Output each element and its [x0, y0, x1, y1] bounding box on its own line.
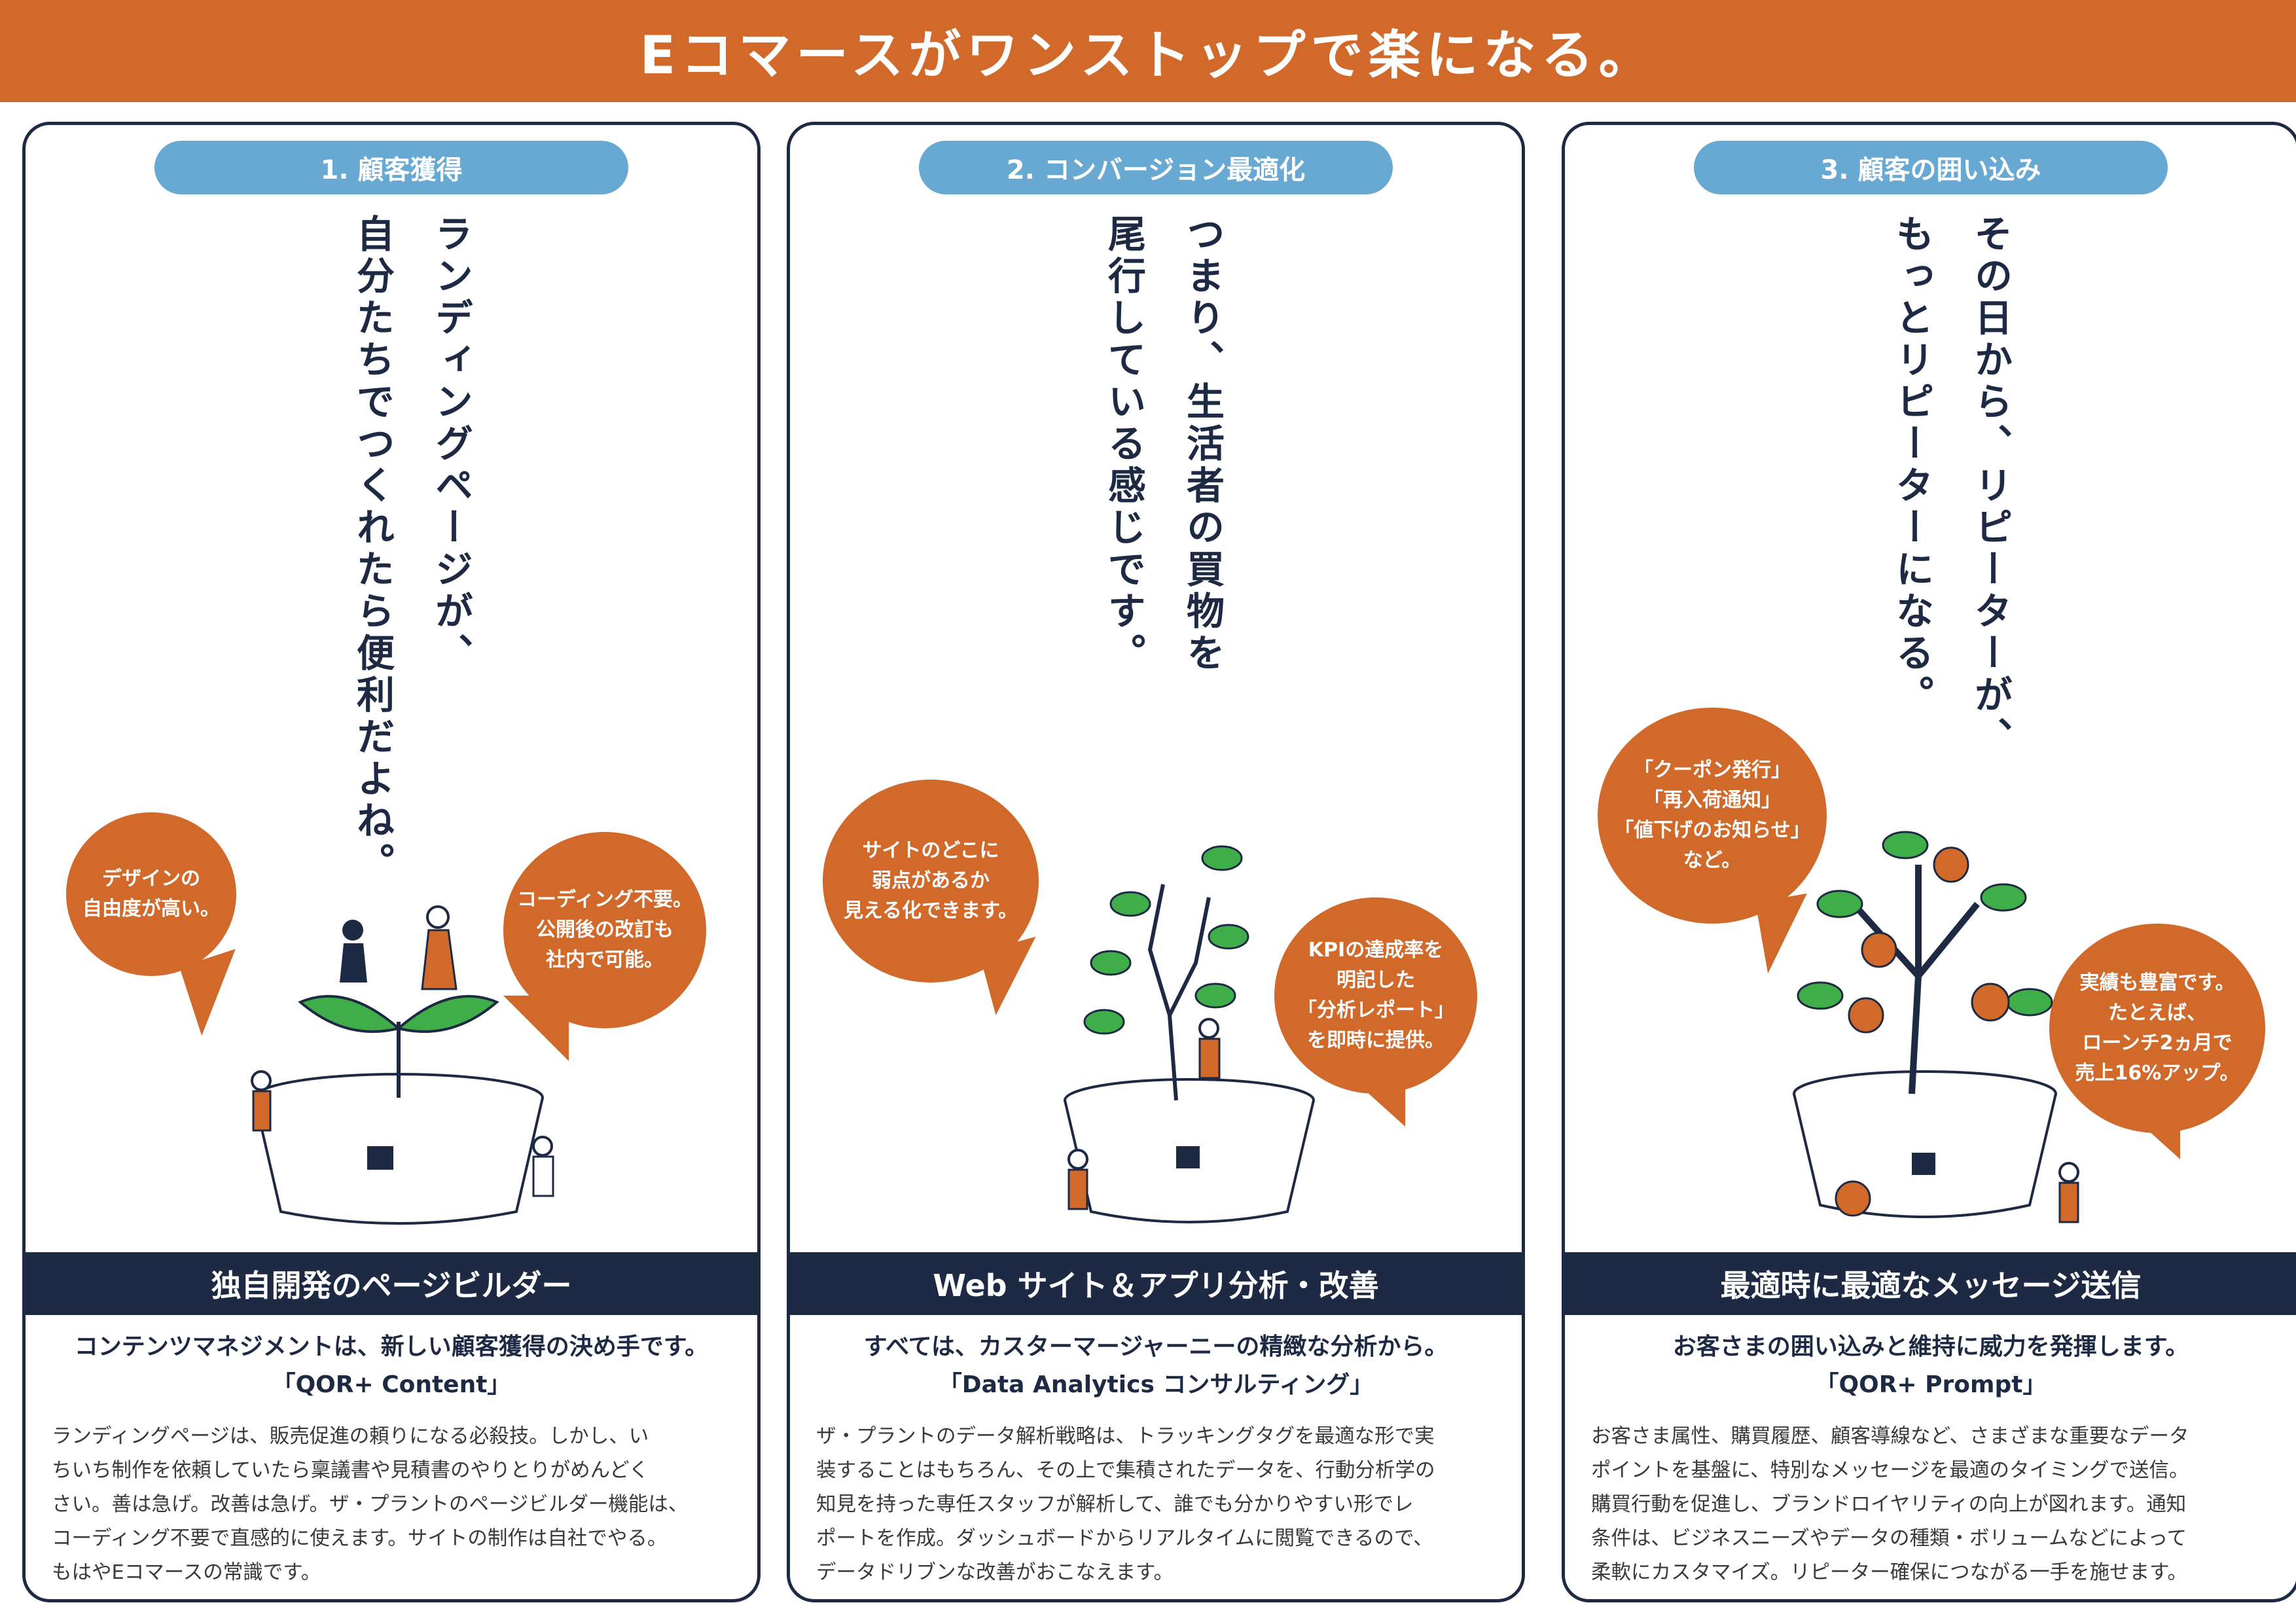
vertical-line: もっとリピーターになる。 — [1890, 214, 1934, 717]
feature-lead: すべては、カスターマージャーニーの精緻な分析から。 「Data Analytic… — [863, 1333, 1448, 1398]
vertical-headline: その日から、リピーターが、 もっとリピーターになる。 — [1873, 214, 2030, 1000]
vertical-line: 尾行している感じです。 — [1102, 214, 1146, 675]
vertical-line: その日から、リピーターが、 — [1968, 214, 2013, 759]
speech-bubble-tail — [1340, 1068, 1405, 1127]
vertical-line: つまり、生活者の買物を — [1180, 214, 1225, 675]
pot-with-orange-tree-illustration — [1793, 831, 2079, 1223]
speech-bubble: デザインの 自由度が高い。 — [66, 812, 236, 976]
pot-with-tree-illustration — [1064, 845, 1315, 1223]
speech-bubble-tail — [503, 996, 569, 1061]
pot-with-sprout-illustration — [251, 905, 554, 1225]
panel-conversion-optimization: 2. コンバージョン最適化 つまり、生活者の買物を 尾行している感じです。 サイ… — [787, 122, 1525, 1602]
speech-bubble: 「クーポン発行」 「再入荷通知」 「値下げのお知らせ」 など。 — [1598, 708, 1827, 924]
feature-band: Web サイト＆アプリ分析・改善 — [790, 1252, 1522, 1315]
vertical-headline: ランディングページが、 自分たちでつくれたら便利だよね。 — [333, 214, 490, 1000]
feature-lead: コンテンツマネジメントは、新しい顧客獲得の決め手です。 「QOR+ Conten… — [74, 1333, 709, 1398]
feature-description: ザ・プラントのデータ解析戦略は、トラッキングタグを最適な形で実 装することはもち… — [816, 1425, 1435, 1584]
section-pill: 3. 顧客の囲い込み — [1694, 141, 2168, 194]
section-pill: 2. コンバージョン最適化 — [919, 141, 1393, 194]
panel-customer-acquisition: 1. 顧客獲得 ランディングページが、 自分たちでつくれたら便利だよね。 デザイ… — [22, 122, 761, 1602]
panel-customer-retention: 3. 顧客の囲い込み その日から、リピーターが、 もっとリピーターになる。 「ク… — [1562, 122, 2296, 1602]
page-title: Eコマースがワンストップで楽になる。 — [639, 25, 1657, 86]
speech-bubble: KPIの達成率を 明記した 「分析レポート」 を即時に提供。 — [1274, 897, 1477, 1094]
vertical-line: ランディングページが、 — [429, 214, 473, 675]
speech-bubble: サイトのどこに 弱点があるか 見える化できます。 — [823, 780, 1039, 983]
feature-lead: お客さまの囲い込みと維持に威力を発揮します。 「QOR+ Prompt」 — [1672, 1333, 2189, 1398]
vertical-headline: つまり、生活者の買物を 尾行している感じです。 — [1085, 214, 1242, 1000]
feature-description: お客さま属性、購買履歴、顧客導線など、さまざまな重要なデータ ポイントを基盤に、… — [1591, 1425, 2189, 1584]
speech-bubble: 実績も豊富です。 たとえば、 ローンチ2ヵ月で 売上16%アップ。 — [2049, 924, 2265, 1133]
feature-description: ランディングページは、販売促進の頼りになる必殺技。しかし、い ちいち制作を依頼し… — [52, 1425, 689, 1584]
speech-bubble: コーディング不要。 公開後の改訂も 社内で可能。 — [503, 832, 706, 1028]
feature-band: 独自開発のページビルダー — [26, 1252, 757, 1315]
page-header: Eコマースがワンストップで楽になる。 — [0, 0, 2296, 102]
speech-bubble-tail — [2115, 1100, 2180, 1159]
feature-band: 最適時に最適なメッセージ送信 — [1565, 1252, 2296, 1315]
section-pill: 1. 顧客獲得 — [154, 141, 628, 194]
vertical-line: 自分たちでつくれたら便利だよね。 — [350, 214, 395, 884]
